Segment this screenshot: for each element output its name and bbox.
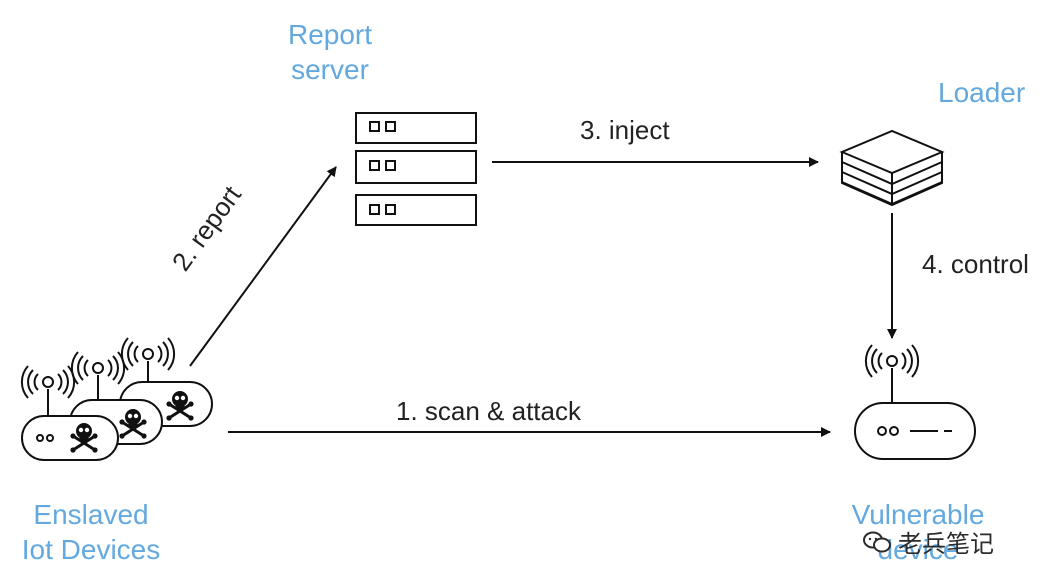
vulnerable-device-label-line: Vulnerable xyxy=(851,499,985,530)
watermark: 老兵笔记 xyxy=(862,524,994,559)
report-server-label: Report server xyxy=(262,17,398,87)
server-rack-icon xyxy=(355,112,477,226)
inject-label: 3. inject xyxy=(580,115,670,145)
server-unit xyxy=(355,150,477,184)
server-unit xyxy=(355,194,477,226)
enslaved-devices-label: Enslaved Iot Devices xyxy=(10,497,172,567)
vulnerable-device-label: Vulnerable device xyxy=(838,497,998,567)
report-server-label-line: server xyxy=(291,54,369,85)
report-arrow xyxy=(189,166,337,367)
enslaved-devices-label-line: Enslaved xyxy=(33,499,149,530)
wifi-router-icon xyxy=(854,344,976,460)
stack-box-icon xyxy=(839,129,945,207)
server-unit xyxy=(355,112,477,144)
scan-attack-label: 1. scan & attack xyxy=(396,396,581,426)
chat-bubble-icon xyxy=(863,531,891,552)
vulnerable-device-label-line: device xyxy=(877,534,959,565)
control-label: 4. control xyxy=(922,249,1029,279)
enslaved-devices-label-line: Iot Devices xyxy=(21,534,161,565)
loader-label: Loader xyxy=(938,77,1026,108)
report-server-label-line: Report xyxy=(287,19,373,50)
wifi-router-icon xyxy=(20,365,119,461)
watermark-text: 老兵笔记 xyxy=(898,530,994,558)
